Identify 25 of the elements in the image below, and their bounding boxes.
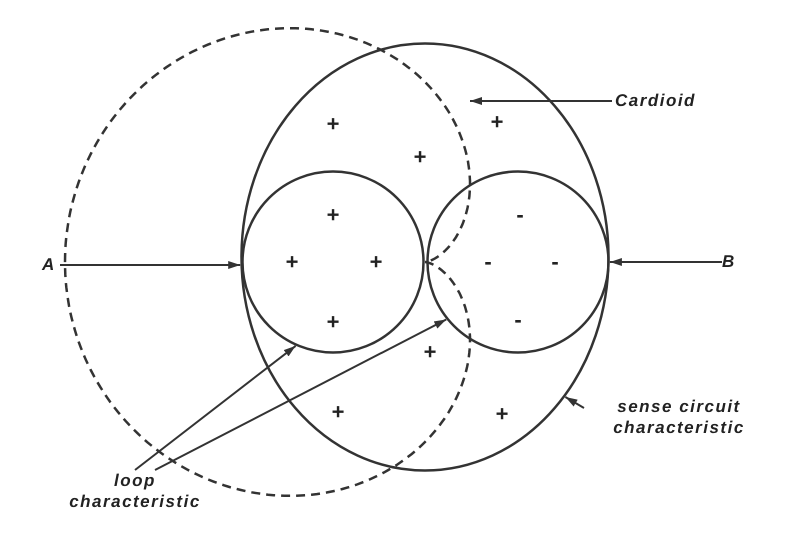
callout-label: Cardioid: [615, 90, 735, 111]
polarity-sign: +: [424, 341, 436, 363]
polarity-sign: +: [332, 401, 344, 423]
polarity-sign: +: [286, 251, 298, 273]
leader-arrow: [564, 396, 584, 409]
polarity-sign: +: [370, 251, 382, 273]
leader-arrow: [154, 318, 447, 471]
polarity-sign: +: [326, 311, 340, 333]
point-label: B: [722, 251, 742, 272]
polarity-sign: +: [326, 113, 340, 135]
polarity-sign: +: [414, 146, 426, 168]
callout-label: loop characteristic: [60, 470, 210, 512]
polarity-sign: -: [551, 251, 559, 273]
leader-arrow: [60, 261, 240, 269]
polarity-sign: +: [326, 204, 340, 226]
callout-label: sense circuit characteristic: [584, 396, 774, 438]
leader-arrow: [610, 258, 722, 266]
polarity-sign: -: [514, 309, 522, 331]
leader-arrow: [470, 97, 612, 105]
polarity-sign: -: [484, 251, 492, 273]
leader-arrow: [134, 345, 296, 471]
polarity-sign: -: [516, 204, 524, 226]
point-label: A: [42, 254, 60, 275]
polarity-sign: +: [496, 403, 508, 425]
polarity-sign: +: [490, 111, 504, 133]
